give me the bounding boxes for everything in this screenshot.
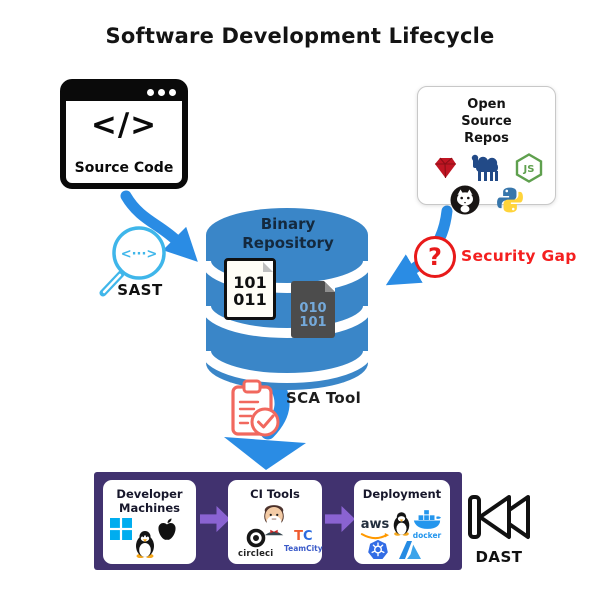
teamcity-abbr: TC [294,529,313,544]
security-gap-label: Security Gap [461,247,577,265]
sast-magnifier-icon: <···> [99,226,166,297]
apple-icon [158,518,176,540]
github-icon [450,185,480,215]
dast-label: DAST [475,548,523,566]
docker-label: docker [412,531,442,540]
question-mark: ? [428,243,442,271]
source-code-label: Source Code [74,160,174,176]
docker-whale-icon [413,510,442,529]
ruby-icon [434,157,456,178]
azure-icon [399,541,421,559]
sca-clipboard-icon [231,379,280,437]
linux-tux-icon [393,512,410,536]
oss-icon-row [418,184,555,216]
arrow-source-to-repo [120,190,198,262]
page-fold [325,282,335,292]
stage-deployment: Deployment aws [354,480,450,564]
binary-repo-cylinder [203,208,371,390]
stage-ci-tools: CI Tools circleci TC TeamCity [228,480,323,564]
diagram-title: Software Development Lifecycle [105,24,495,48]
binary-file-light: 101 011 [224,258,276,320]
window-dot [147,89,154,96]
stage-title: CI Tools [250,487,300,501]
jenkins-icon [264,505,284,536]
binary-file-dark: 010 101 [291,281,335,338]
perl-camel-icon [471,154,498,181]
stage-title: Deployment [362,487,442,501]
window-dot [169,89,176,96]
binary-text-line: 101 [299,315,327,331]
oss-title: Open Source Repos [461,97,512,146]
page-fold [263,262,273,272]
teamcity-icon: TC TeamCity [284,530,323,553]
teamcity-label: TeamCity [284,544,323,553]
nodejs-icon: JS [515,152,542,183]
window-dot [158,89,165,96]
linux-tux-icon [136,531,154,558]
kubernetes-icon [368,539,388,559]
sast-glyph: <···> [121,247,158,262]
pipeline-band: Developer Machines [94,472,462,570]
stage-developer-machines: Developer Machines [103,480,196,564]
nodejs-label: JS [522,164,534,175]
oss-box: Open Source Repos [417,86,556,215]
binary-text-line: 010 [299,301,327,316]
stage-arrow-icon [200,506,230,532]
stage-title: Developer Machines [116,487,183,516]
source-code-window: </> Source Code [60,79,188,189]
aws-label: aws [360,517,390,532]
circleci-icon: circleci [238,528,273,559]
windows-icon [110,518,132,540]
aws-icon: aws [360,518,390,541]
circleci-ring-icon [246,528,266,548]
security-gap-icon: ? [414,236,456,278]
binary-repo-label: Binary Repository [242,215,334,252]
dast-rewind-icon [468,495,530,539]
aws-smile-icon [360,533,390,540]
circleci-label: circleci [238,549,274,559]
binary-text-line: 011 [233,290,267,310]
binary-text-line: 101 [233,273,267,292]
code-glyph: </> [90,107,158,143]
python-icon [497,187,523,213]
stage-arrow-icon [325,506,355,532]
sca-label: SCA Tool [286,389,362,407]
oss-icon-row: JS [418,152,555,183]
docker-icon: docker [412,510,442,540]
window-titlebar [65,84,183,101]
sast-label: SAST [117,281,163,299]
